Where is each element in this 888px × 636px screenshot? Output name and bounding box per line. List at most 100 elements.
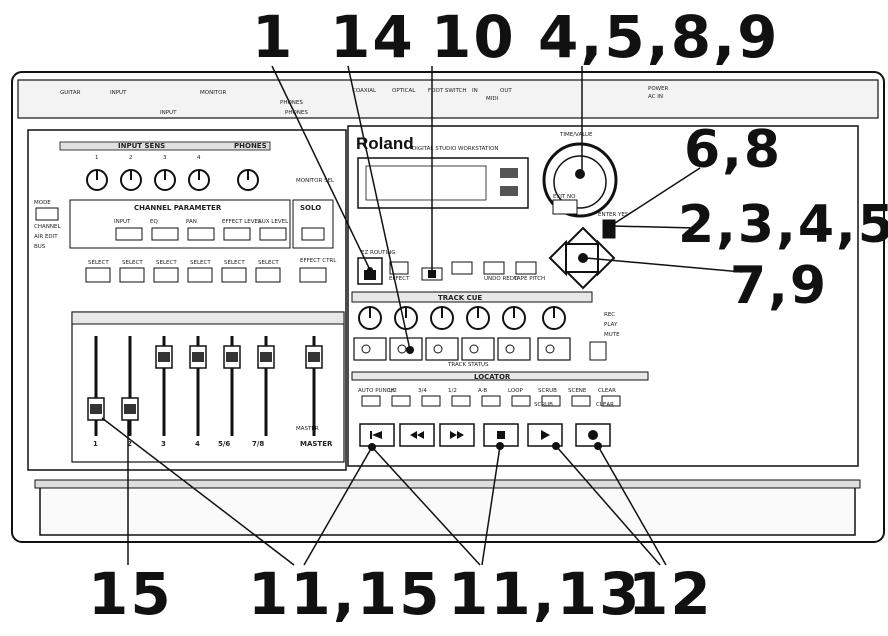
param-label-5: AUX LEVEL [258,219,289,225]
fader-3 [155,336,173,436]
solo-label: SOLO [300,204,322,212]
locator-button-7 [541,395,561,407]
fader-7 [305,336,323,436]
sens-label-1: 1 [95,155,99,161]
callout-6-8: 6,8 [684,120,783,180]
param-label-4: EFFECT LEVEL [222,219,262,225]
transport-buttons [359,423,611,447]
jack-label-5: COAXIAL [352,88,377,94]
status-button-6 [537,337,571,361]
jack-label-11: POWER [648,86,669,92]
select-label-6: SELECT [258,260,279,266]
bottom-lip [39,484,856,536]
fader-label-3: 3 [161,440,166,448]
locator-buttons [361,395,621,407]
transport-button-6 [575,423,611,447]
model-line: DIGITAL STUDIO WORKSTATION [412,146,499,152]
locator-label-8: SCENE [568,388,587,394]
leader-dots [367,267,602,451]
jack-label-1: GUITAR [60,90,81,96]
exit-no-label: EXIT NO [553,194,576,200]
sens-label-4: 4 [197,155,201,161]
callout-2-3-4-5: 2,3,4,5, [678,195,888,255]
locator-button-3 [421,395,441,407]
exit-no-button [552,199,578,215]
callout-10: 10 [431,3,516,71]
track-cue-knobs [358,306,566,330]
locator-button-4 [451,395,471,407]
fader-section [71,311,345,463]
sens-label-3: 3 [163,155,167,161]
param-label-3: PAN [186,219,197,225]
input-sens-label: INPUT SENS [118,142,166,150]
phones-knob [237,169,259,191]
callout-14: 14 [330,3,415,71]
effect-button-label: EFFECT [389,276,410,282]
ez-routing-label: EZ ROUTING [361,250,396,256]
callout-1: 1 [252,3,295,71]
locator-button-9 [601,395,621,407]
status-button-4 [461,337,495,361]
status-button-3 [425,337,459,361]
select-label-5: SELECT [224,260,245,266]
tape-pitch-label: TAPE PITCH [514,276,546,282]
master-label: MASTER [296,426,319,432]
sens-label-2: 2 [129,155,133,161]
locator-button-8 [571,395,591,407]
locator-label-5: A-B [478,388,488,394]
param-label-1: INPUT [114,219,131,225]
scrub-label: SCRUB [534,402,553,408]
fader-5 [223,336,241,436]
cursor-buttons [548,226,616,290]
status-legend-rec: REC [604,312,616,318]
transport-button-2 [399,423,435,447]
cue-knob-4 [466,306,490,330]
jack-label-7: FOOT SWITCH [428,88,467,94]
status-legend-mute: MUTE [604,332,620,338]
jack-label-12: AC IN [648,94,663,100]
undo-redo-label: UNDO REDO [484,276,519,282]
enter-yes-label: ENTER YES [598,212,629,218]
effect-ctrl-label: EFFECT CTRL [300,258,337,264]
callout-7-9: 7,9 [730,256,829,316]
callout-11-13: 11,13 [448,560,642,628]
phones-label: PHONES [234,142,267,150]
callout-11-15: 11,15 [248,560,442,628]
transport-button-5 [527,423,563,447]
locator-label-3: 3/4 [418,388,427,394]
track-status-buttons [353,337,571,361]
cue-knob-3 [430,306,454,330]
locator-label-1: AUTO PUNCH [358,388,395,394]
cue-knob-2 [394,306,418,330]
input-jack-label: INPUT [160,110,177,116]
track-cue-label: TRACK CUE [438,294,483,302]
transport-button-4 [483,423,519,447]
track-status-label: TRACK STATUS [448,362,489,368]
locator-label-6: LOOP [508,388,523,394]
phones-jack-label: PHONES [285,110,308,116]
cue-knob-6 [542,306,566,330]
jack-label-10: MIDI [486,96,499,102]
enter-yes-button [602,219,616,239]
cursor-center-dot [578,253,588,263]
status-legend-play: PLAY [604,322,618,328]
locator-label-2: 1/2 [388,388,397,394]
locator-button-1 [361,395,381,407]
input-sens-knobs [59,141,271,191]
jack-label-9: OUT [500,88,512,94]
fader-6 [257,336,275,436]
lcd-display [357,157,529,209]
time-value-dial [542,142,618,218]
jack-label-8: IN [472,88,478,94]
brand-logo: Roland [356,134,414,153]
top-jack-strip [17,79,879,119]
mode-option-1: CHANNEL [34,224,61,230]
fader-label-2: 2 [127,440,132,448]
fader-2 [121,336,139,436]
faders [87,336,323,436]
locator-label-4: 1/2 [448,388,457,394]
jack-label-3: MONITOR [200,90,227,96]
param-label-2: EQ [150,219,158,225]
